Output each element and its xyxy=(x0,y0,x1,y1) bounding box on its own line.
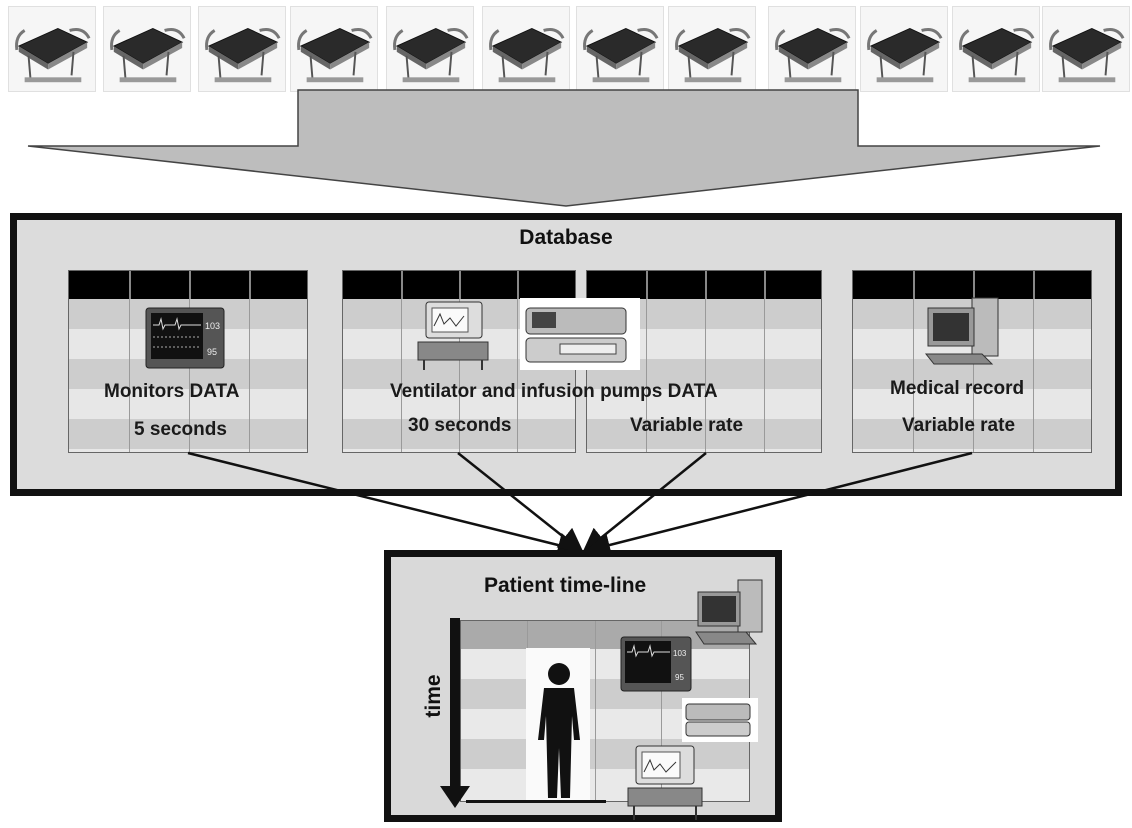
time-axis-arrow xyxy=(440,618,470,808)
svg-text:103: 103 xyxy=(205,321,220,331)
patient-timeline-title: Patient time-line xyxy=(484,574,647,597)
monitors-rate: 5 seconds xyxy=(134,419,227,440)
ventilator-icon xyxy=(417,301,489,370)
hospital-bed-icon xyxy=(8,6,96,92)
hospital-bed-icon xyxy=(103,6,191,92)
hospital-bed-icon xyxy=(198,6,286,92)
patient-timeline-grid xyxy=(460,620,750,802)
patient-monitor-icon: 103 95 xyxy=(145,307,225,369)
infusion-rate: Variable rate xyxy=(630,415,744,436)
hospital-bed-icon xyxy=(1042,6,1130,92)
medical-record-label: Medical record xyxy=(890,378,1025,399)
ventilator-icon xyxy=(627,745,703,820)
desktop-computer-icon xyxy=(695,579,763,645)
patient-silhouette-icon xyxy=(538,663,580,798)
ventilator-rate: 30 seconds xyxy=(408,415,512,436)
medical-record-rate: Variable rate xyxy=(902,415,1016,436)
patient-monitor-icon: 103 95 xyxy=(620,636,692,692)
infusion-pump-icon xyxy=(520,298,640,370)
svg-text:95: 95 xyxy=(207,347,217,357)
time-axis-base xyxy=(466,800,606,803)
hospital-beds-row xyxy=(8,6,1130,96)
monitors-table xyxy=(68,270,308,453)
ventilator-pumps-label: Ventilator and infusion pumps DATA xyxy=(390,381,718,402)
funnel-arrow xyxy=(27,89,1101,207)
monitors-label: Monitors DATA xyxy=(104,381,240,402)
infusion-pump-icon xyxy=(682,698,758,742)
hospital-bed-icon xyxy=(290,6,378,92)
hospital-bed-icon xyxy=(576,6,664,92)
hospital-bed-icon xyxy=(668,6,756,92)
desktop-computer-icon xyxy=(924,297,999,365)
hospital-bed-icon xyxy=(952,6,1040,92)
hospital-bed-icon xyxy=(386,6,474,92)
hospital-bed-icon xyxy=(860,6,948,92)
database-title: Database xyxy=(519,226,613,249)
hospital-bed-icon xyxy=(768,6,856,92)
svg-text:103: 103 xyxy=(673,649,687,658)
hospital-bed-icon xyxy=(482,6,570,92)
time-axis-label: time xyxy=(422,674,445,718)
svg-text:95: 95 xyxy=(675,673,684,682)
